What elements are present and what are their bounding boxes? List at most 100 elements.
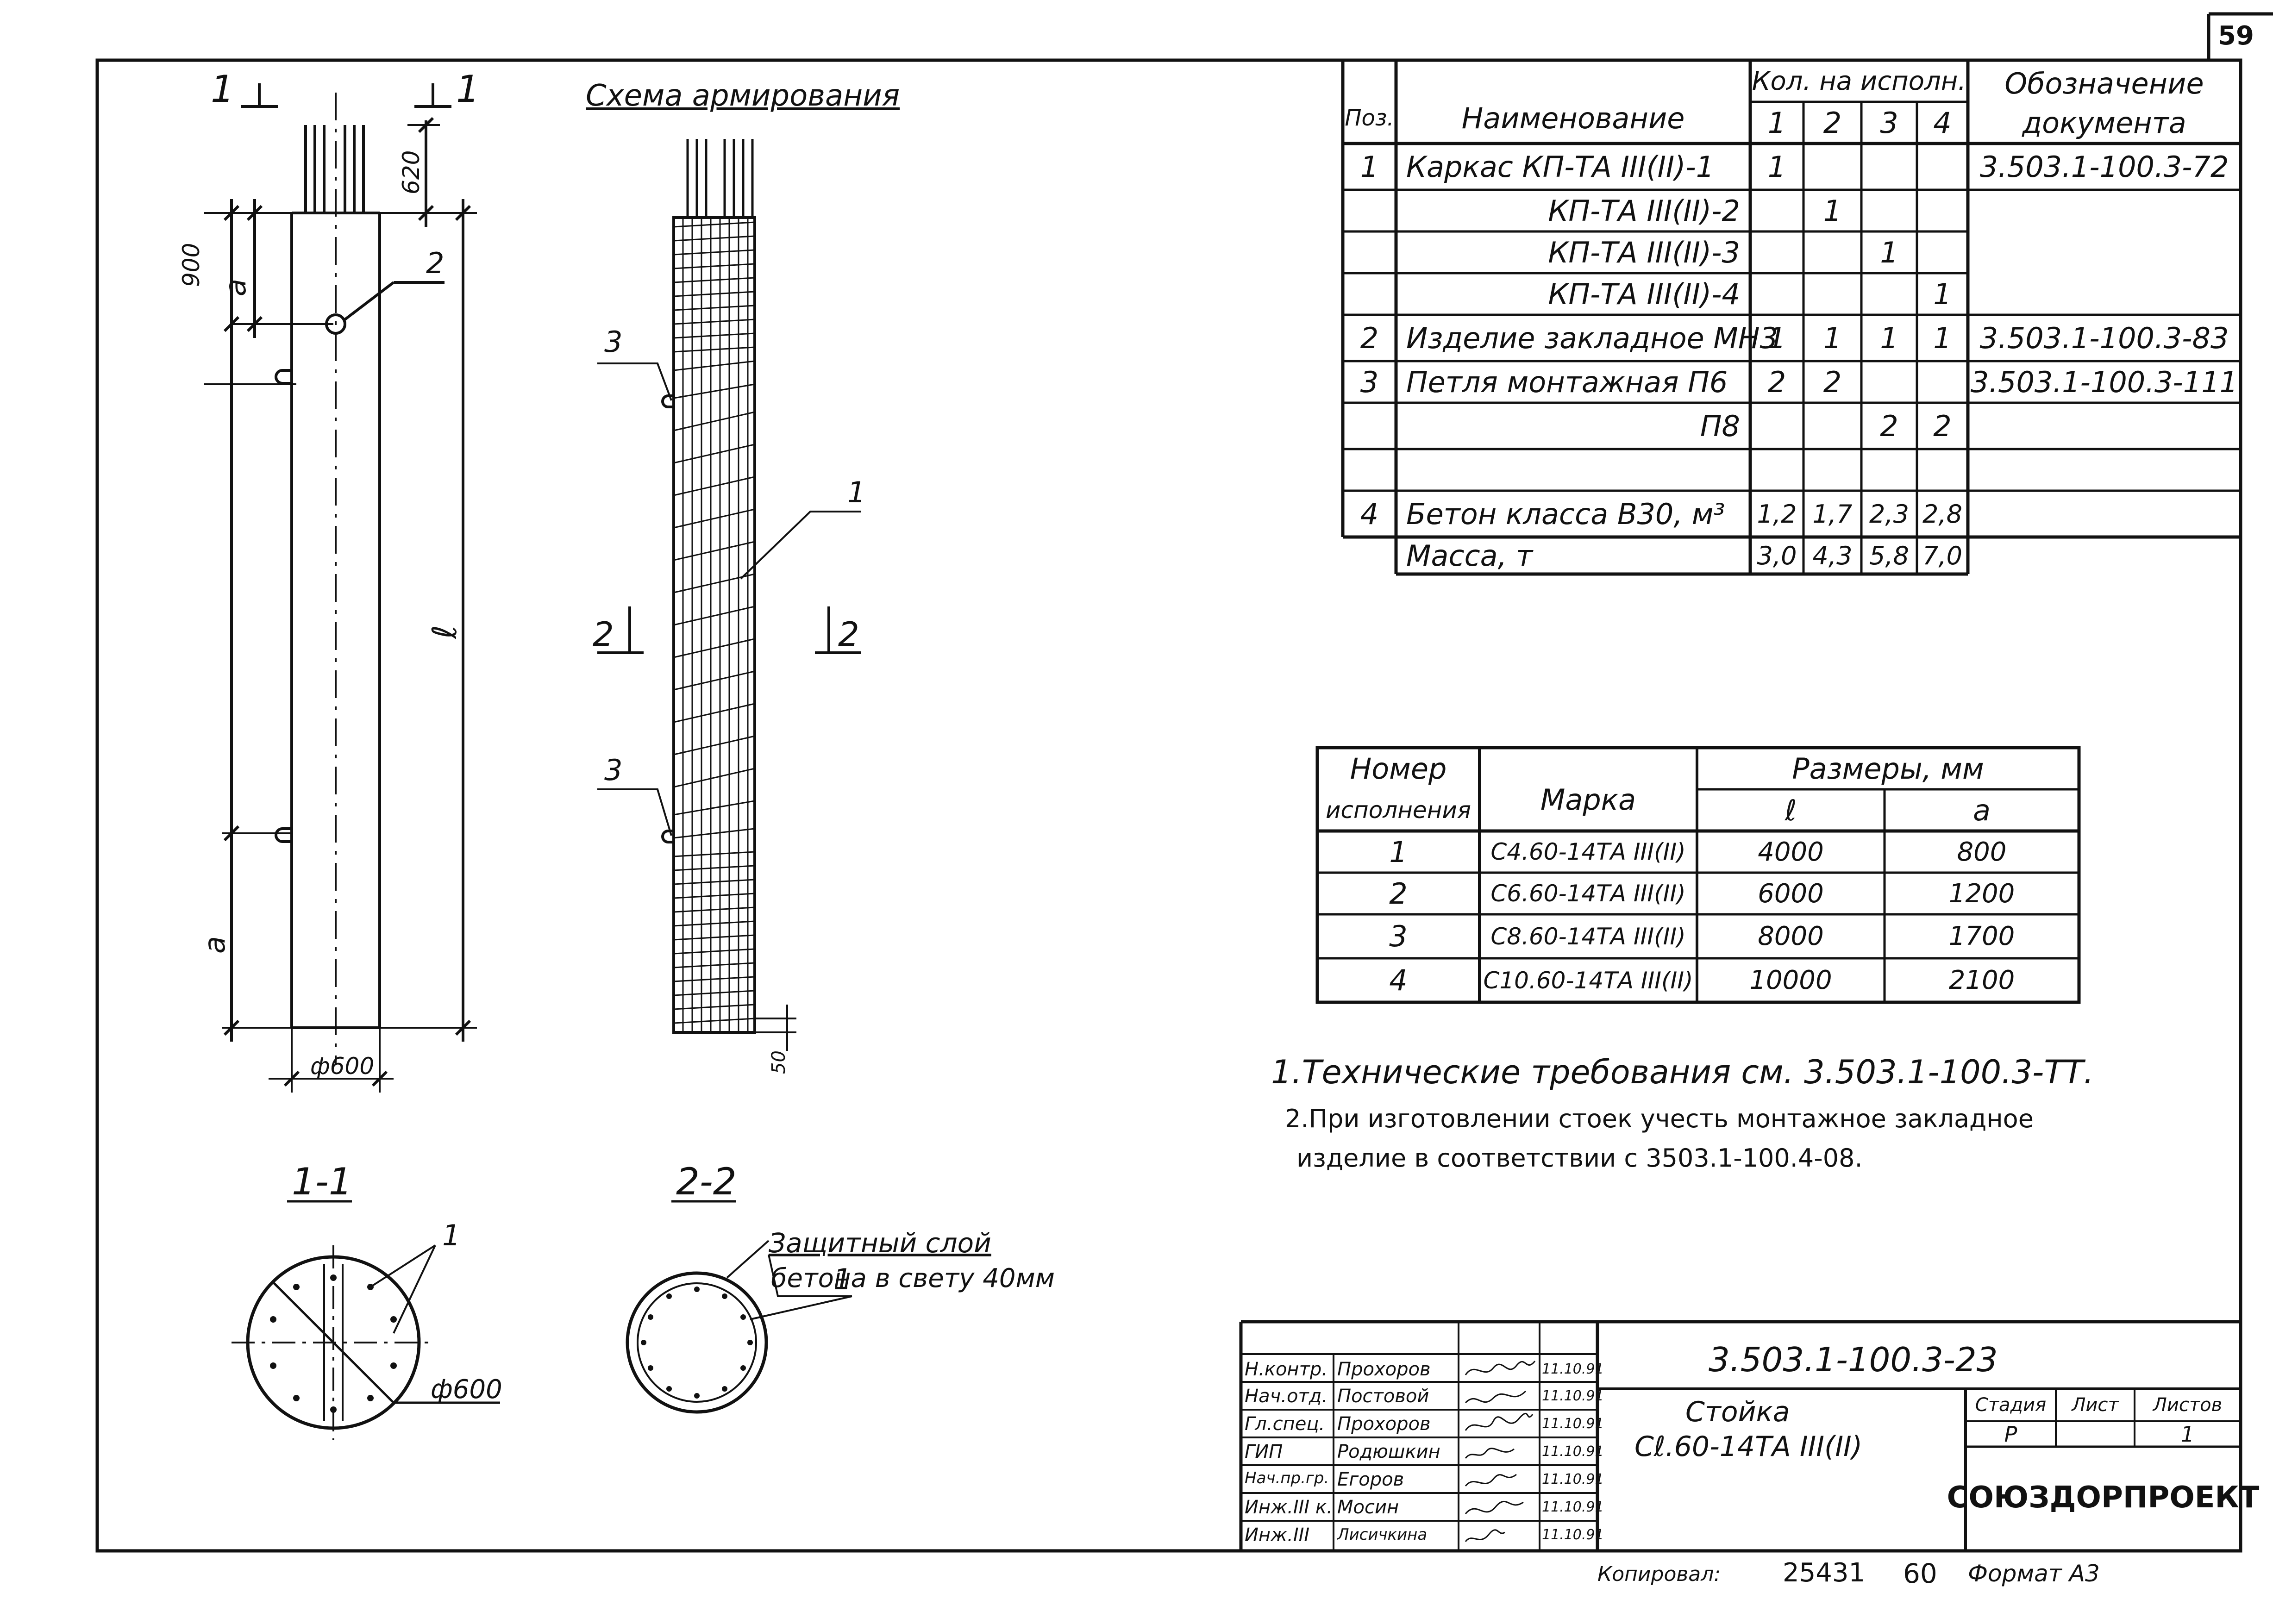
signer-role: Инж.III xyxy=(1245,1524,1310,1546)
signer-date: 11.10.91 xyxy=(1542,1471,1604,1487)
signer-role: Гл.спец. xyxy=(1245,1413,1325,1435)
spec-header-doc-2: документа xyxy=(2022,106,2186,140)
size-cell-mark: С4.60-14ТА III(II) xyxy=(1490,838,1686,865)
spec-cell-q1 xyxy=(1750,403,1803,449)
note-3: изделие в соответствии с 3503.1-100.4-08… xyxy=(1296,1143,1863,1173)
dim-diameter-label: ф600 xyxy=(310,1053,374,1080)
spec-cell-doc xyxy=(1968,190,2241,231)
dim-50-label: 50 xyxy=(768,1050,789,1074)
spec-header-q3: 3 xyxy=(1880,106,1898,140)
spec-cell-doc xyxy=(1968,449,2241,491)
size-header-sizes: Размеры, мм xyxy=(1792,751,1984,786)
reinforcement-scheme-title: Схема армирования xyxy=(586,79,900,113)
spec-cell-q4 xyxy=(1917,361,1968,403)
size-header-mark: Марка xyxy=(1540,783,1636,817)
signer-date: 11.10.91 xyxy=(1542,1443,1604,1460)
spec-header-q1: 1 xyxy=(1767,106,1786,140)
note-1: 1.Технические требования см. 3.503.1-100… xyxy=(1271,1053,2094,1091)
spec-cell-pos xyxy=(1343,403,1396,449)
spec-mass-label: Масса, т xyxy=(1406,538,1533,573)
dim-l-label: ℓ xyxy=(425,625,464,640)
spec-mass-q1: 3,0 xyxy=(1757,541,1797,570)
spec-header-name: Наименование xyxy=(1461,101,1685,135)
signer-date: 11.10.91 xyxy=(1542,1499,1604,1515)
spec-cell-q2: 1,7 xyxy=(1812,499,1853,529)
spec-cell-doc: 3.503.1-100.3-83 xyxy=(1979,321,2229,355)
spec-cell-q3: 1 xyxy=(1880,321,1898,355)
size-cell-mark: С6.60-14ТА III(II) xyxy=(1490,880,1686,907)
spec-cell-q4: 2,8 xyxy=(1922,499,1962,529)
item-name-1: Стойка xyxy=(1685,1396,1790,1428)
size-cell-a: 1200 xyxy=(1948,878,2015,909)
callout-3-bottom: 3 xyxy=(604,753,622,787)
callout-3-top: 3 xyxy=(604,325,622,359)
section-1-1-callout: 1 xyxy=(442,1218,460,1252)
size-cell-num: 1 xyxy=(1389,835,1408,869)
spec-cell-q2: 1 xyxy=(1823,321,1842,355)
spec-cell-pos xyxy=(1343,231,1396,273)
spec-header-doc-1: Обозначение xyxy=(2004,66,2204,100)
size-cell-a: 1700 xyxy=(1948,921,2015,951)
spec-cell-q2 xyxy=(1803,231,1861,273)
spec-cell-q4 xyxy=(1917,231,1968,273)
spec-cell-pos xyxy=(1343,190,1396,231)
signer-date: 11.10.91 xyxy=(1542,1361,1604,1377)
spec-cell-q3 xyxy=(1861,449,1917,491)
signer-date: 11.10.91 xyxy=(1542,1416,1604,1432)
spec-cell-q1 xyxy=(1750,231,1803,273)
spec-cell-doc xyxy=(1968,491,2241,537)
spec-cell-q1 xyxy=(1750,449,1803,491)
spec-cell-q1: 1,2 xyxy=(1757,499,1797,529)
spec-table-grid xyxy=(1341,60,2241,576)
signer-name: Лисичкина xyxy=(1337,1525,1428,1544)
size-cell-l: 8000 xyxy=(1758,921,1824,951)
spec-cell-q2 xyxy=(1803,449,1861,491)
section-mark-2-right: 2 xyxy=(838,615,859,654)
footer-number: 60 xyxy=(1903,1558,1937,1589)
dim-900-label: 900 xyxy=(178,243,205,287)
spec-cell-q3 xyxy=(1861,144,1917,190)
spec-cell-q3: 2,3 xyxy=(1869,499,1909,529)
spec-cell-q3 xyxy=(1861,361,1917,403)
signatures xyxy=(1465,1361,1536,1542)
size-cell-num: 4 xyxy=(1389,963,1408,997)
dim-620-label: 620 xyxy=(398,150,425,194)
title-block-grid xyxy=(1239,1320,2241,1551)
spec-cell-doc xyxy=(1968,403,2241,449)
section-mark-1-right: 1 xyxy=(456,68,480,111)
signer-date: 11.10.91 xyxy=(1542,1527,1604,1543)
size-cell-a: 800 xyxy=(1957,837,2007,867)
spec-cell-q2 xyxy=(1803,403,1861,449)
spec-cell-q3 xyxy=(1861,190,1917,231)
spec-cell-q4: 2 xyxy=(1933,409,1952,443)
callout-2: 2 xyxy=(426,246,444,280)
callout-1: 1 xyxy=(847,475,865,509)
spec-cell-q2: 1 xyxy=(1823,194,1842,228)
spec-cell-name: П8 xyxy=(1700,409,1740,443)
size-cell-a: 2100 xyxy=(1948,965,2015,995)
size-cell-l: 4000 xyxy=(1758,837,1824,867)
section-2-2-note-2: бетона в свету 40мм xyxy=(771,1263,1055,1293)
spec-cell-name: Бетон класса В30, м³ xyxy=(1406,497,1725,531)
spec-cell-q4: 1 xyxy=(1933,321,1952,355)
signer-role: Н.контр. xyxy=(1245,1359,1327,1380)
spec-cell-q1: 1 xyxy=(1767,321,1786,355)
spec-header-pos: Поз. xyxy=(1345,105,1394,131)
section-2-2-callout: 1 xyxy=(833,1262,852,1296)
stage-label: Стадия xyxy=(1975,1394,2047,1416)
spec-mass-q3: 5,8 xyxy=(1869,541,1909,570)
sections-view: 1-1 2-2 1 ф600 Защитный слой бетона в св… xyxy=(232,1160,1055,1440)
spec-cell-q2 xyxy=(1803,144,1861,190)
size-header-a: a xyxy=(1973,793,1991,827)
spec-cell-name: Каркас КП-ТА III(II)-1 xyxy=(1406,150,1715,184)
size-cell-mark: С8.60-14ТА III(II) xyxy=(1490,923,1686,950)
spec-cell-q1 xyxy=(1750,273,1803,315)
size-cell-l: 10000 xyxy=(1749,965,1832,995)
spec-cell-name: КП-ТА III(II)-3 xyxy=(1548,235,1740,269)
stage-value: Р xyxy=(2004,1421,2017,1447)
size-header-num-1: Номер xyxy=(1350,751,1447,786)
spec-cell-doc: 3.503.1-100.3-111 xyxy=(1970,365,2238,399)
spec-cell-q3: 2 xyxy=(1880,409,1898,443)
section-2-2-markers: 2 2 xyxy=(593,606,861,654)
